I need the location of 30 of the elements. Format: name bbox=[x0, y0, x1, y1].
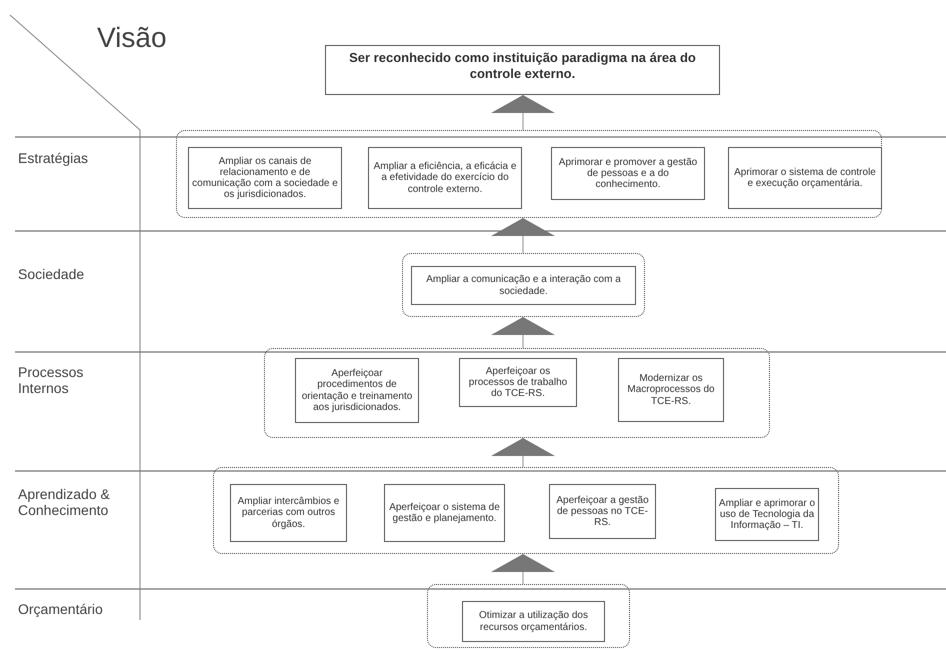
objective-box: Ampliar intercâmbios e parcerias com outros órgãos. bbox=[230, 484, 347, 542]
dotted-group-frame bbox=[176, 130, 882, 218]
objective-box: Aperfeiçoar procedimentos de orientação e treinamento aos jurisdicionados. bbox=[295, 358, 419, 423]
row-label: Sociedade bbox=[18, 266, 86, 282]
arrow bbox=[491, 554, 555, 584]
dotted-group-frame bbox=[402, 253, 645, 317]
arrow bbox=[491, 94, 555, 130]
objective-box: Ampliar a eficiência, a eficácia e a efetividade do exercício do controle externo. bbox=[368, 147, 522, 209]
row-label: Aprendizado & Conhecimento bbox=[18, 486, 111, 518]
objective-box: Aperfeiçoar o sistema de gestão e planejamento. bbox=[384, 484, 505, 542]
dotted-group-frame bbox=[264, 348, 770, 438]
dotted-group-frame bbox=[213, 467, 839, 554]
objective-box: Aperfeiçoar a gestão de pessoas no TCE-RS. bbox=[549, 484, 656, 539]
arrow bbox=[491, 316, 555, 348]
vision-box: Ser reconhecido como instituição paradigma na área do controle externo. bbox=[325, 45, 720, 95]
row-label: Visão bbox=[97, 22, 167, 54]
dotted-group-frame bbox=[427, 584, 630, 648]
objective-box: Ampliar e aprimorar o uso de Tecnologia da Informação – TI. bbox=[715, 488, 819, 541]
objective-box: Aperfeiçoar os processos de trabalho do TCE-RS. bbox=[459, 358, 577, 407]
arrow bbox=[491, 218, 555, 254]
objective-box: Modernizar os Macroprocessos do TCE-RS. bbox=[618, 358, 724, 422]
row-label: Orçamentário bbox=[18, 601, 104, 618]
row-label: Processos Internos bbox=[18, 364, 84, 396]
objective-box: Aprimorar e promover a gestão de pessoas e a do conhecimento. bbox=[551, 147, 705, 200]
objective-box: Ampliar a comunicação e a interação com a sociedade. bbox=[411, 266, 636, 305]
row-label: Estratégias bbox=[18, 150, 90, 166]
objective-box: Otimizar a utilização dos recursos orçamentários. bbox=[462, 601, 605, 642]
objective-box: Ampliar os canais de relacionamento e de comunicação com a sociedade e os jurisdicionados. bbox=[188, 147, 342, 209]
arrow bbox=[491, 438, 555, 468]
objective-box: Aprimorar o sistema de controle e execução orçamentária. bbox=[728, 147, 882, 209]
